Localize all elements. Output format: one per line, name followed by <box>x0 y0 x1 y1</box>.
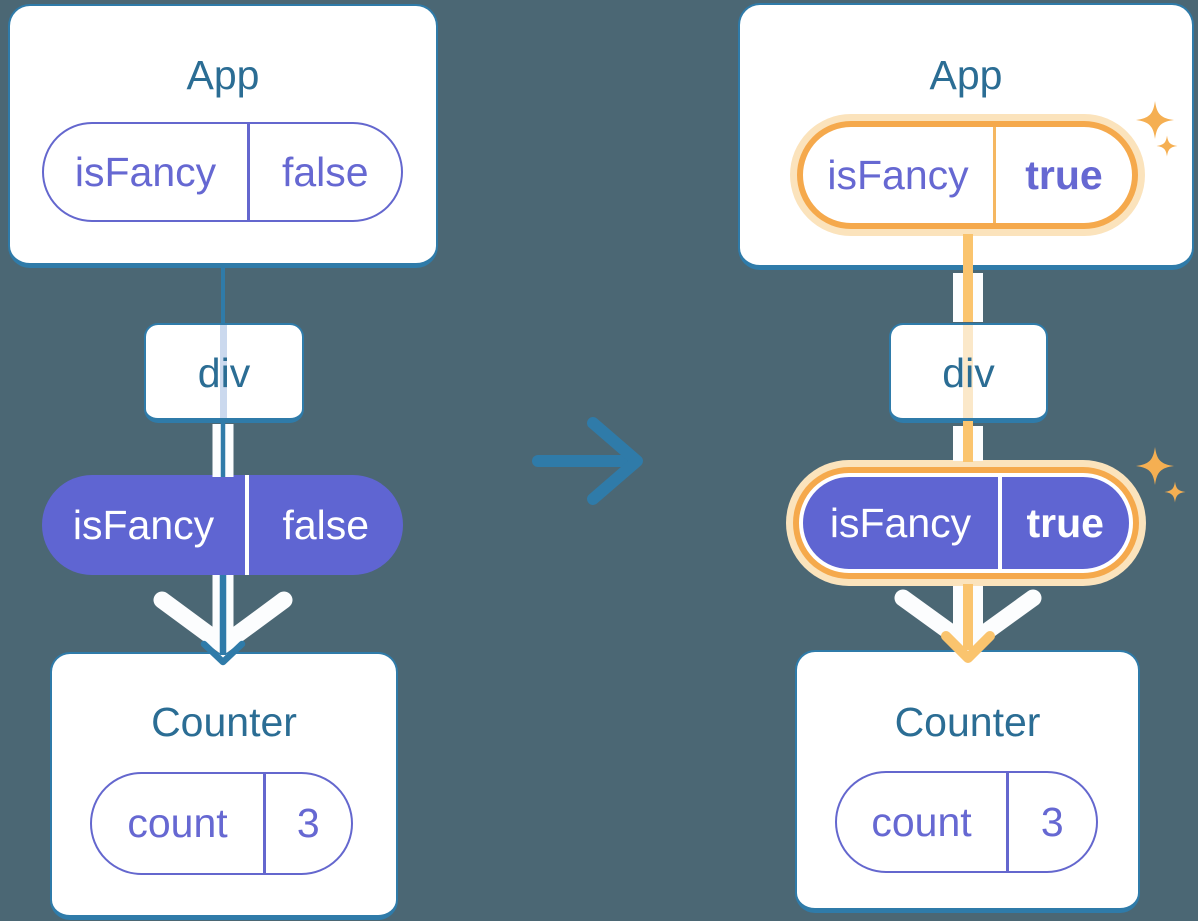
right-div-pass-line <box>963 325 973 418</box>
left-div-title: div <box>197 350 251 396</box>
pill-divider <box>1006 773 1009 871</box>
right-div-title: div <box>942 350 995 396</box>
left-div-pass-line <box>219 325 227 418</box>
prop-value: true <box>1026 499 1104 546</box>
state-value: true <box>1025 151 1103 198</box>
sparkle-icon <box>1136 447 1174 485</box>
left-div-card: div <box>144 323 304 423</box>
prop-label: isFancy <box>72 501 215 548</box>
left-flow-arrowhead-white <box>153 591 293 654</box>
left-prop-pill: isFancy false <box>42 475 403 575</box>
right-app-title: App <box>929 52 1003 98</box>
sparkle-icon <box>1164 481 1186 503</box>
transition-arrow-icon <box>532 417 643 505</box>
right-flow-arrowhead-white <box>894 589 1042 654</box>
left-counter-title: Counter <box>151 699 297 745</box>
left-app-title: App <box>186 52 260 98</box>
prop-label: isFancy <box>829 499 972 546</box>
right-counter-card: Counter count 3 <box>795 650 1140 913</box>
left-app-card: App isFancy false <box>8 4 438 268</box>
transition-arrow-head <box>587 417 643 505</box>
state-label: isFancy <box>74 148 217 195</box>
pill-divider <box>993 127 996 223</box>
right-app-card: App isFancy true <box>738 3 1194 270</box>
state-label: isFancy <box>827 151 969 198</box>
state-value: 3 <box>1040 798 1064 845</box>
pill-divider <box>263 774 266 873</box>
right-app-state-pill: isFancy true <box>797 121 1138 229</box>
left-app-state-pill: isFancy false <box>42 122 403 222</box>
right-prop-pill: isFancy true <box>799 473 1133 573</box>
left-counter-card: Counter count 3 <box>50 652 398 920</box>
state-value: false <box>281 148 369 195</box>
state-label: count <box>127 800 228 846</box>
prop-value: false <box>282 501 370 548</box>
pill-divider <box>998 477 1002 569</box>
pill-divider <box>247 124 250 220</box>
pill-divider <box>245 475 249 575</box>
left-counter-state-pill: count 3 <box>90 772 353 875</box>
right-div-card: div <box>889 323 1048 423</box>
state-label: count <box>871 798 972 845</box>
right-counter-title: Counter <box>894 699 1041 745</box>
right-counter-state-pill: count 3 <box>835 771 1098 873</box>
state-value: 3 <box>296 800 320 846</box>
